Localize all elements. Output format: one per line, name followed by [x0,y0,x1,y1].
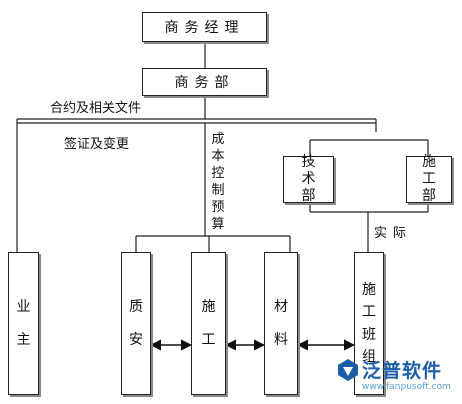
tech-dept-label: 技术部 [301,154,316,204]
construction-team-box: 施工班组 [354,252,384,395]
construction-label: 施工 [201,299,216,348]
business-dept-box: 商务部 [142,68,267,96]
tech-dept-box: 技术部 [283,154,334,204]
brand-name: 泛普软件 [362,360,443,382]
materials-box: 材料 [264,252,298,395]
materials-label: 材料 [274,299,288,348]
construction-team-label: 施工班组 [362,281,376,365]
owner-box: 业主 [8,252,39,395]
construction-dept-box: 施工部 [406,154,452,204]
construction-box: 施工 [191,252,226,395]
brand-url: www.fanpusoft.com [362,382,451,392]
quality-safety-label: 质安 [129,299,143,348]
actual-label: 实际 [374,226,413,241]
cost-control-label: 成本控制预算 [211,132,225,232]
business-manager-label: 商务经理 [164,20,245,36]
quality-safety-box: 质安 [121,252,151,395]
owner-label: 业主 [16,299,31,348]
visa-change-label: 签证及变更 [64,137,130,152]
business-dept-label: 商务部 [174,75,235,91]
brand-logo-icon [338,359,358,381]
business-manager-box: 商务经理 [142,12,267,42]
contracts-label: 合约及相关文件 [50,101,142,116]
brand-watermark: 泛普软件 www.fanpusoft.com [336,356,460,400]
construction-dept-label: 施工部 [422,154,436,204]
